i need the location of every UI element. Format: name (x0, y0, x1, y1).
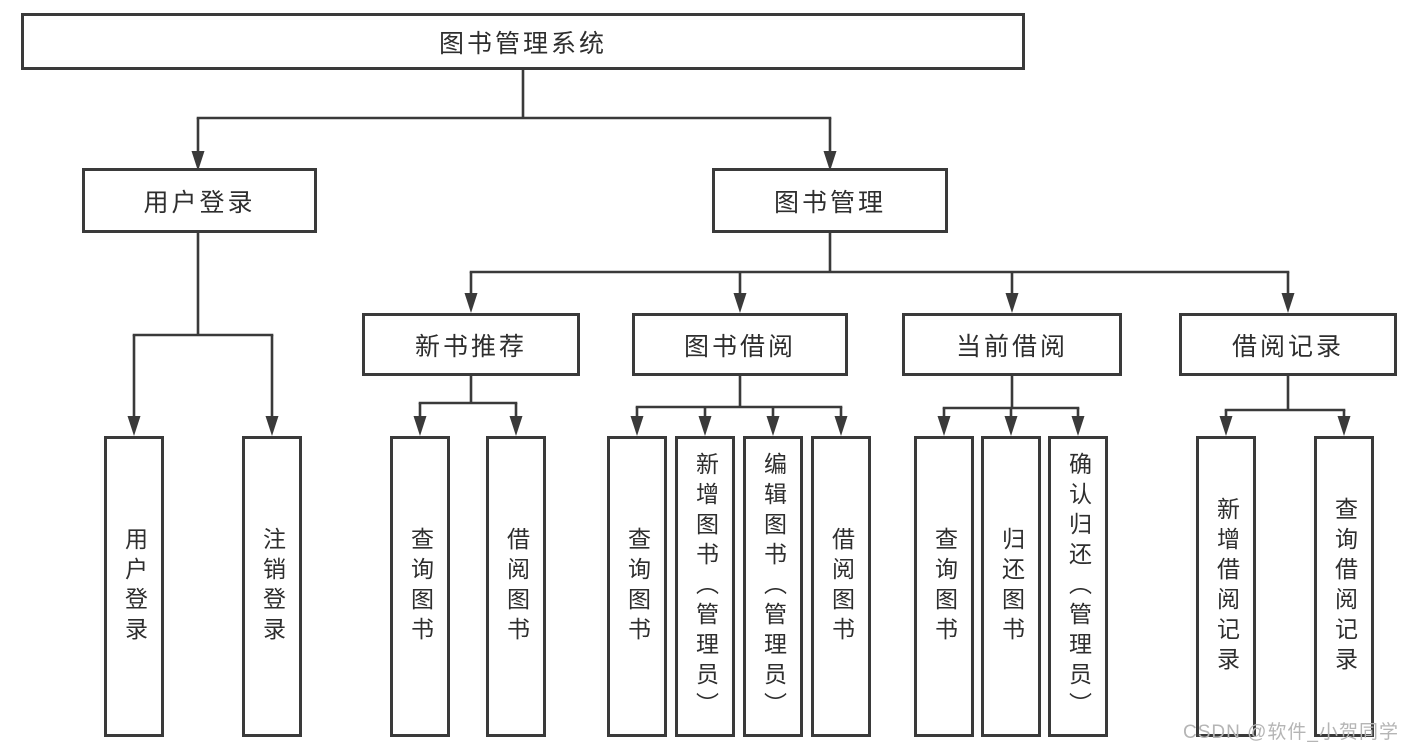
arrowhead-icon (766, 416, 780, 436)
node-user-login-module: 用户登录 (82, 168, 317, 233)
arrowhead-icon (733, 293, 747, 313)
connector-group (630, 376, 848, 436)
node-library-management-system: 图书管理系统 (21, 13, 1025, 70)
arrowhead-icon (265, 416, 279, 436)
arrowhead-icon (509, 416, 523, 436)
arrowhead-icon (834, 416, 848, 436)
leaf-query-books-current: 查询图书 (914, 436, 974, 737)
leaf-borrow-books-recommend: 借阅图书 (486, 436, 546, 737)
connector-group (127, 233, 279, 436)
arrowhead-icon (127, 416, 141, 436)
arrowhead-icon (464, 293, 478, 313)
node-book-management-module: 图书管理 (712, 168, 948, 233)
arrowhead-icon (630, 416, 644, 436)
leaf-return-books: 归还图书 (981, 436, 1041, 737)
arrowhead-icon (413, 416, 427, 436)
arrowhead-icon (1281, 293, 1295, 313)
arrowhead-icon (1071, 416, 1085, 436)
connector-group (191, 69, 837, 171)
node-current-borrowing: 当前借阅 (902, 313, 1122, 376)
leaf-logout: 注销登录 (242, 436, 302, 737)
arrowhead-icon (1337, 416, 1351, 436)
arrowhead-icon (1219, 416, 1233, 436)
arrowhead-icon (1004, 416, 1018, 436)
leaf-edit-books-admin: 编辑图书（管理员） (743, 436, 803, 737)
leaf-confirm-return-admin: 确认归还（管理员） (1048, 436, 1108, 737)
leaf-query-borrow-record: 查询借阅记录 (1314, 436, 1374, 737)
leaf-add-books-admin: 新增图书（管理员） (675, 436, 735, 737)
arrowhead-icon (698, 416, 712, 436)
connector-group (413, 376, 523, 436)
leaf-add-borrow-record: 新增借阅记录 (1196, 436, 1256, 737)
connector-group (464, 233, 1295, 313)
leaf-borrow-books: 借阅图书 (811, 436, 871, 737)
node-book-borrowing: 图书借阅 (632, 313, 848, 376)
leaf-user-login: 用户登录 (104, 436, 164, 737)
watermark: CSDN @软件_小贺同学 (1183, 722, 1399, 743)
node-new-book-recommendation: 新书推荐 (362, 313, 580, 376)
leaf-query-books-recommend: 查询图书 (390, 436, 450, 737)
connector-group (937, 376, 1085, 436)
connector-group (1219, 376, 1351, 436)
leaf-query-books-borrow: 查询图书 (607, 436, 667, 737)
arrowhead-icon (937, 416, 951, 436)
arrowhead-icon (1005, 293, 1019, 313)
node-borrowing-records: 借阅记录 (1179, 313, 1397, 376)
